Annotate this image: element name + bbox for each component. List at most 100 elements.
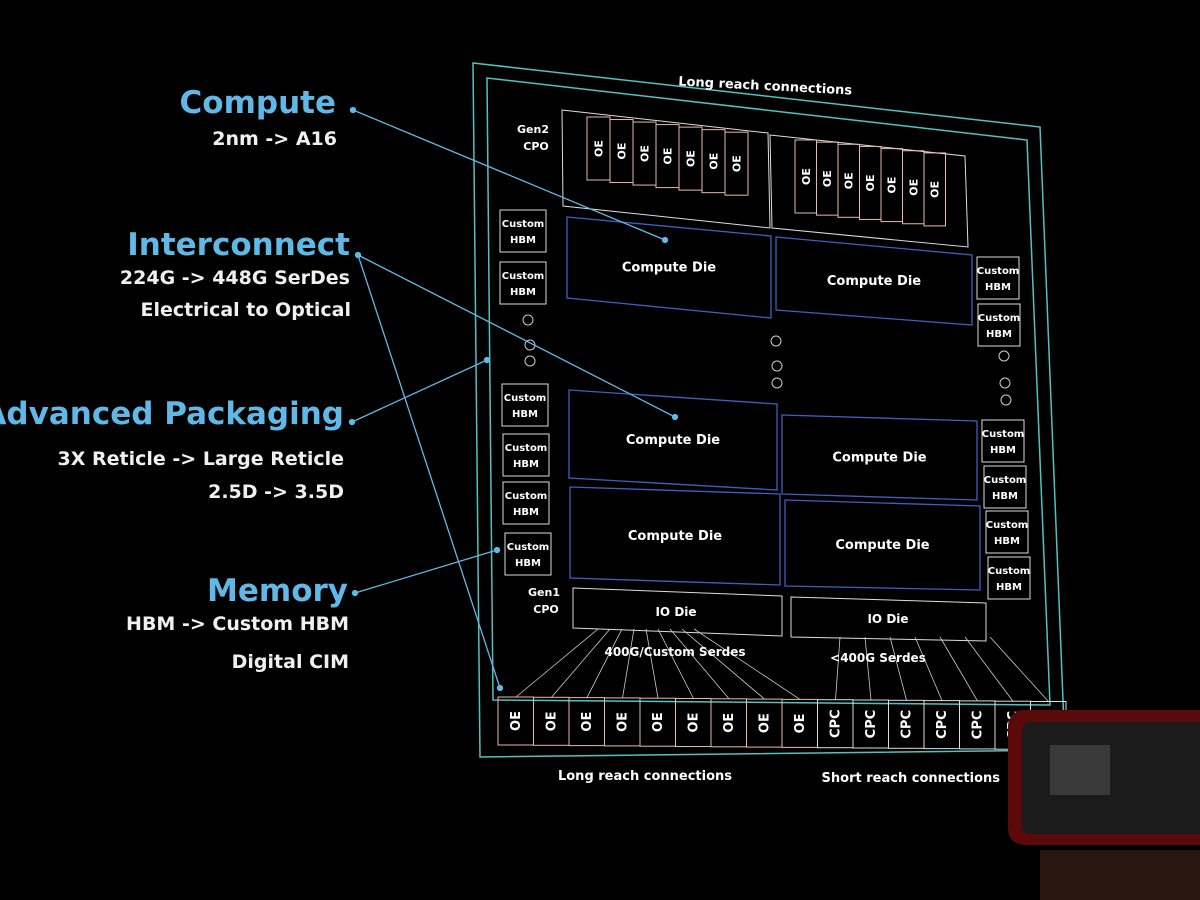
via-circle: [999, 377, 1011, 389]
leader-dot: [661, 236, 669, 244]
compute-die: [784, 499, 981, 591]
oe-cell-label: OE: [616, 143, 629, 160]
gen1-label: Gen1: [528, 586, 560, 599]
serdes-line: [622, 628, 635, 698]
serdes-line: [551, 628, 611, 698]
gen2-cpo-package-left: [561, 109, 771, 229]
via-circle: [998, 350, 1010, 362]
custom-hbm: [502, 481, 550, 525]
oe-cell-label: OE: [731, 155, 744, 172]
oe-cell-label: OE: [843, 172, 856, 189]
compute-die: [566, 216, 772, 319]
oe-cell-label: OE: [593, 140, 606, 157]
serdes-line: [964, 636, 1014, 702]
compute-callout-title: Compute: [180, 85, 336, 121]
inner-package-frame: [486, 77, 1051, 706]
hbm-label: Custom: [978, 313, 1020, 324]
custom-hbm: [499, 209, 547, 253]
custom-hbm: [502, 433, 550, 477]
serdes-line: [515, 628, 599, 698]
hbm-label: Custom: [502, 219, 544, 230]
serdes-right-label: <400G Serdes: [830, 651, 926, 665]
custom-hbm: [499, 261, 547, 305]
oe-cell-label: OE: [616, 712, 631, 732]
hbm-label: HBM: [994, 536, 1020, 547]
io-die-label: IO Die: [867, 612, 908, 626]
hbm-label: HBM: [992, 491, 1018, 502]
via-circle: [522, 314, 534, 326]
compute-die-label: Compute Die: [832, 451, 926, 466]
oe-cell-label: OE: [545, 711, 560, 731]
leader-dot: [671, 413, 679, 421]
hbm-label: Custom: [988, 566, 1030, 577]
cpc-cell-label: CPC: [971, 711, 986, 740]
oe-cell-label: OE: [708, 153, 721, 170]
compute-callout-line: 2nm -> A16: [212, 128, 337, 150]
custom-hbm: [504, 532, 552, 576]
hbm-label: HBM: [990, 445, 1016, 456]
custom-hbm: [977, 303, 1021, 347]
serdes-left-label: 400G/Custom Serdes: [604, 645, 745, 659]
hbm-label: Custom: [977, 266, 1019, 277]
serdes-line: [657, 628, 694, 699]
cpc-cell-label: CPC: [935, 710, 950, 739]
serdes-line: [645, 628, 659, 699]
memory-callout-line: Digital CIM: [232, 651, 349, 673]
leader-dot: [349, 106, 357, 114]
memory-callout-title: Memory: [207, 573, 348, 609]
hbm-label: Custom: [984, 475, 1026, 486]
custom-hbm: [501, 383, 549, 427]
top-connections-label: Long reach connections: [678, 74, 853, 98]
bottom-long-reach-label: Long reach connections: [558, 769, 732, 784]
compute-die: [568, 389, 778, 491]
serdes-line: [939, 636, 978, 702]
oe-cell-label: OE: [800, 168, 813, 185]
hbm-label: HBM: [515, 558, 541, 569]
packaging-callout-title: Advanced Packaging: [0, 396, 344, 432]
hbm-label: HBM: [513, 459, 539, 470]
hbm-label: Custom: [505, 443, 547, 454]
compute-die-label: Compute Die: [628, 529, 722, 544]
compute-leader-line: [352, 109, 666, 241]
hbm-label: HBM: [985, 282, 1011, 293]
oe-cell-label: OE: [662, 148, 675, 165]
cpo-label: CPO: [533, 603, 559, 616]
serdes-line: [914, 636, 943, 701]
hbm-label: Custom: [504, 393, 546, 404]
bottom-short-reach-label: Short reach connections: [822, 771, 1001, 786]
oe-cell-label: OE: [929, 181, 942, 198]
cpc-cell-label: CPC: [900, 710, 915, 739]
compute-die: [775, 236, 973, 326]
hbm-label: Custom: [507, 542, 549, 553]
oe-cell: [923, 152, 946, 227]
cpo-label: CPO: [523, 140, 549, 153]
serdes-line: [864, 636, 872, 701]
hbm-label: Custom: [986, 520, 1028, 531]
compute-die-label: Compute Die: [622, 261, 716, 276]
cpc-cell-label: CPC: [829, 709, 844, 738]
packaging-callout-line: 2.5D -> 3.5D: [208, 481, 344, 503]
custom-hbm: [976, 256, 1020, 300]
io-die-left: [572, 587, 783, 637]
via-circle: [770, 335, 782, 347]
interconnect-callout-line: 224G -> 448G SerDes: [120, 267, 350, 289]
custom-hbm: [981, 419, 1025, 463]
cpc-cell-label: CPC: [864, 710, 879, 739]
interconnect-leader-line: [357, 254, 501, 689]
memory-leader-line: [354, 549, 498, 594]
hbm-label: HBM: [510, 287, 536, 298]
oe-cell-label: OE: [758, 713, 773, 733]
serdes-line: [835, 636, 841, 700]
hbm-label: Custom: [505, 491, 547, 502]
via-circle: [524, 355, 536, 367]
oe-cell-label: OE: [509, 711, 524, 731]
io-die-label: IO Die: [655, 605, 696, 619]
serdes-line: [889, 636, 907, 701]
compute-die: [569, 486, 781, 586]
hbm-label: HBM: [513, 507, 539, 518]
hbm-label: Custom: [982, 429, 1024, 440]
serdes-line: [586, 628, 623, 698]
via-circle: [1000, 394, 1012, 406]
serdes-line: [681, 628, 765, 700]
